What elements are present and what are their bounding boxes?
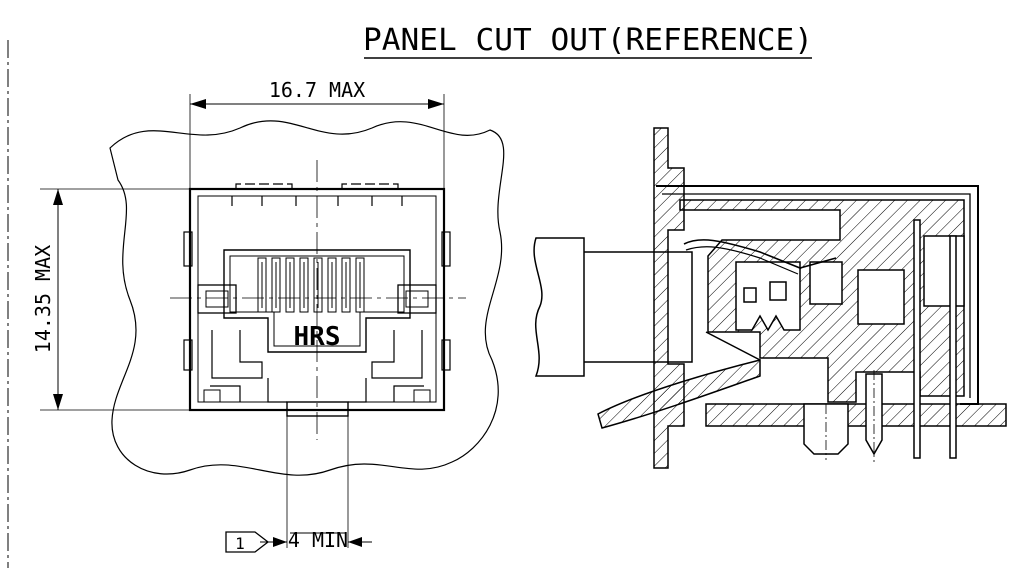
plug-cable bbox=[533, 237, 585, 377]
panel-break-outline bbox=[109, 120, 505, 476]
pcb bbox=[705, 403, 1007, 427]
panel-section bbox=[653, 127, 685, 469]
drawing-title: PANEL CUT OUT(REFERENCE) bbox=[363, 23, 813, 58]
spring-contact bbox=[683, 239, 837, 269]
side-section-view bbox=[533, 127, 1007, 469]
release-lever bbox=[597, 359, 761, 429]
slot-dimension-label: 4 MIN bbox=[288, 528, 348, 552]
connector-body bbox=[188, 187, 446, 412]
led-window-left bbox=[197, 284, 237, 314]
note-flag-number: 1 bbox=[235, 534, 245, 553]
width-dimension-label: 16.7 MAX bbox=[269, 78, 365, 102]
note-flag: 1 bbox=[225, 531, 270, 553]
bottom-slot bbox=[286, 401, 349, 417]
latch-mechanism bbox=[735, 261, 801, 332]
contact-pins bbox=[257, 257, 365, 313]
plug-opening bbox=[223, 249, 411, 353]
height-dimension-label: 14.35 MAX bbox=[31, 245, 55, 353]
hrs-logo: HRS bbox=[294, 322, 341, 352]
led-window-right bbox=[397, 284, 437, 314]
front-view: HRS bbox=[40, 94, 505, 548]
